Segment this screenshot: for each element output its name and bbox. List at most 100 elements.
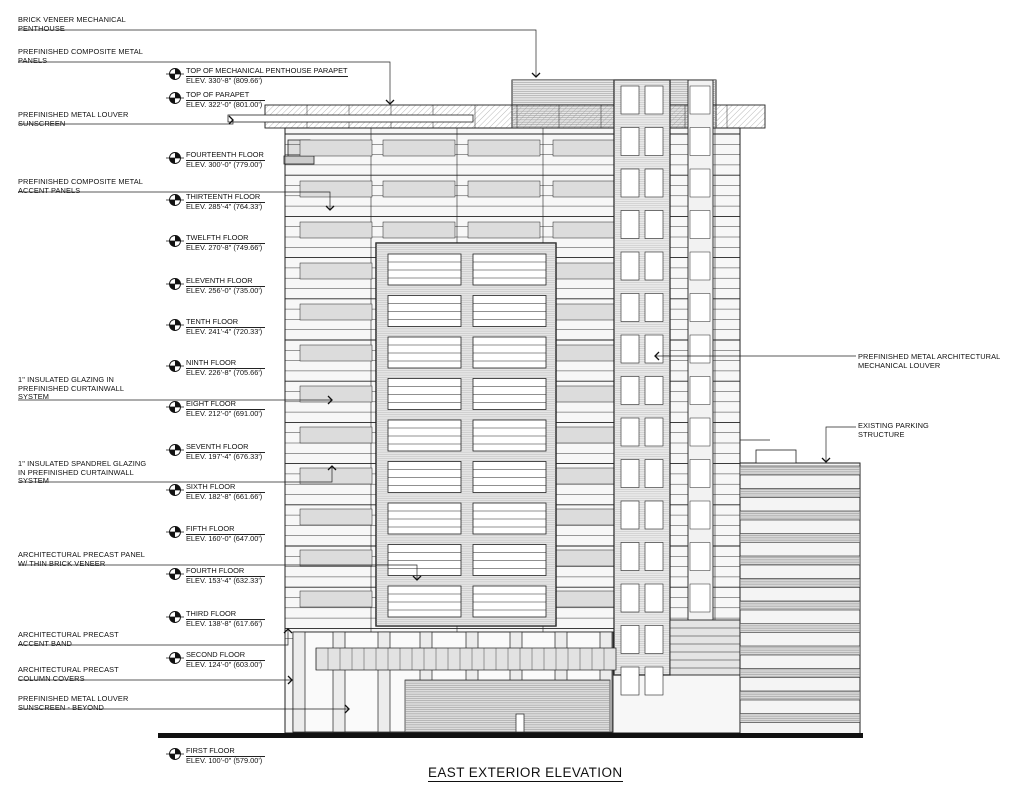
- mechanical-louver: [620, 85, 640, 115]
- mechanical-louver: [620, 542, 640, 571]
- level-name: TOP OF MECHANICAL PENTHOUSE PARAPET: [186, 66, 348, 75]
- ground-line: [158, 733, 863, 738]
- level-datum-icon: [166, 568, 184, 580]
- level-elevation: ELEV. 100'-0" (579.00'): [186, 755, 266, 766]
- window-unit: [387, 336, 462, 369]
- level-elevation: ELEV. 124'-0" (603.00'): [186, 659, 266, 670]
- mechanical-louver: [620, 210, 640, 239]
- level-datum-icon: [166, 278, 184, 290]
- window-unit: [472, 336, 547, 369]
- mechanical-louver: [620, 459, 640, 488]
- mechanical-louver: [644, 127, 664, 156]
- window-unit: [387, 461, 462, 493]
- building-elevation: [158, 79, 863, 738]
- mechanical-louver: [620, 376, 640, 405]
- mechanical-louver: [620, 666, 640, 696]
- leader-louver-sunscreen: [18, 115, 234, 125]
- level-name: ELEVENTH FLOOR: [186, 276, 253, 285]
- level-elevation: ELEV. 256'-0" (735.00'): [186, 285, 266, 296]
- level-datum-icon: [166, 484, 184, 496]
- leader-insulated-glazing: [18, 395, 333, 405]
- mechanical-louver: [620, 293, 640, 322]
- leader-penthouse: [18, 29, 541, 78]
- mechanical-louver: [620, 625, 640, 654]
- window-unit: [472, 585, 547, 618]
- window-unit: [472, 253, 547, 286]
- drawing-title: EAST EXTERIOR ELEVATION: [428, 765, 623, 782]
- mechanical-louver: [644, 459, 664, 488]
- mechanical-louver: [644, 210, 664, 239]
- leader-parking: [821, 426, 856, 463]
- column-cover: [292, 631, 306, 733]
- level-elevation: ELEV. 160'-0" (647.00'): [186, 533, 266, 544]
- mechanical-louver: [644, 542, 664, 571]
- level-datum-icon: [166, 360, 184, 372]
- level-elevation: ELEV. 241'-4" (720.33'): [186, 326, 266, 337]
- level-elevation: ELEV. 153'-4" (632.33'): [186, 575, 266, 586]
- note-composite-metal-panels: PREFINISHED COMPOSITE METAL PANELS: [18, 47, 143, 65]
- level-name: THIRD FLOOR: [186, 609, 237, 618]
- level-name: SIXTH FLOOR: [186, 482, 236, 491]
- level-elevation: ELEV. 226'-8" (705.66'): [186, 367, 266, 378]
- level-elevation: ELEV. 300'-0" (779.00'): [186, 159, 266, 170]
- window-unit: [472, 419, 547, 452]
- level-name: TENTH FLOOR: [186, 317, 239, 326]
- level-datum-icon: [166, 652, 184, 664]
- level-name: FIRST FLOOR: [186, 746, 235, 755]
- level-elevation: ELEV. 212'-0" (691.00'): [186, 408, 266, 419]
- mechanical-louver: [644, 251, 664, 281]
- level-markers: [166, 68, 184, 760]
- mechanical-louver: [644, 334, 664, 364]
- level-elevation: ELEV. 270'-8" (749.66'): [186, 242, 266, 253]
- mechanical-louver: [644, 376, 664, 405]
- note-insulated-glazing: 1" INSULATED GLAZING IN PREFINISHED CURT…: [18, 375, 125, 402]
- window-unit: [387, 378, 462, 410]
- mechanical-louver: [644, 168, 664, 198]
- level-name: THIRTEENTH FLOOR: [186, 192, 261, 201]
- mechanical-louver: [644, 85, 664, 115]
- level-elevation: ELEV. 285'-4" (764.33'): [186, 201, 266, 212]
- note-spandrel-glazing: 1" INSULATED SPANDREL GLAZING IN PREFINI…: [18, 459, 147, 486]
- mechanical-louver: [644, 500, 664, 530]
- note-existing-parking: EXISTING PARKING STRUCTURE: [858, 421, 929, 439]
- level-elevation: ELEV. 322'-0" (801.00'): [186, 99, 266, 110]
- level-datum-icon: [166, 319, 184, 331]
- mechanical-louver: [620, 583, 640, 613]
- mechanical-louver: [620, 127, 640, 156]
- note-brick-veneer-penthouse: BRICK VENEER MECHANICAL PENTHOUSE: [18, 15, 126, 33]
- leader-composite-panels: [18, 61, 395, 105]
- mechanical-louver: [644, 583, 664, 613]
- mechanical-louver: [620, 500, 640, 530]
- mechanical-louver: [644, 417, 664, 447]
- note-composite-accent-panels: PREFINISHED COMPOSITE METAL ACCENT PANEL…: [18, 177, 143, 195]
- level-name: SEVENTH FLOOR: [186, 442, 249, 451]
- column-cover: [377, 631, 391, 733]
- window-unit: [387, 419, 462, 452]
- window-unit: [472, 502, 547, 535]
- level-elevation: ELEV. 330'-8" (809.66'): [186, 75, 348, 86]
- window-unit: [387, 502, 462, 535]
- mechanical-louver: [644, 666, 664, 696]
- window-unit: [387, 253, 462, 286]
- level-datum-icon: [166, 444, 184, 456]
- level-elevation: ELEV. 182'-8" (661.66'): [186, 491, 266, 502]
- level-datum-icon: [166, 152, 184, 164]
- leader-accent-panels: [18, 191, 335, 211]
- note-leaders: [18, 29, 856, 714]
- mechanical-louver: [620, 417, 640, 447]
- note-precast-column-covers: ARCHITECTURAL PRECAST COLUMN COVERS: [18, 665, 119, 683]
- second-floor-band: [315, 647, 617, 671]
- level-datum-icon: [166, 611, 184, 623]
- level-name: NINTH FLOOR: [186, 358, 237, 367]
